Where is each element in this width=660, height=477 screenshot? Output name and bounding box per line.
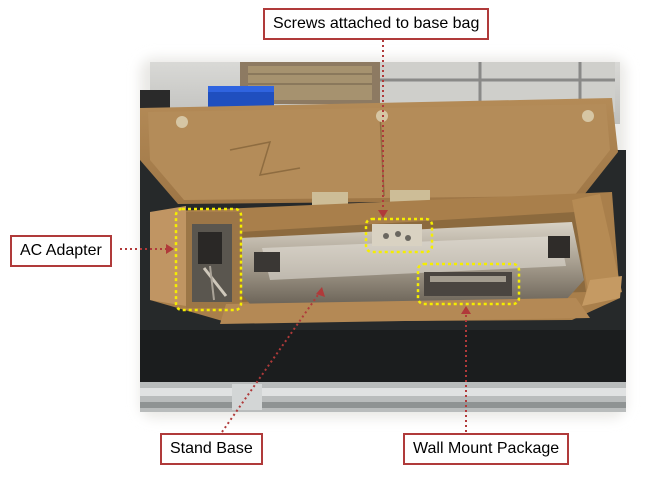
- arrow-ac-adapter: [166, 244, 174, 254]
- highlight-ac-adapter: [174, 207, 243, 312]
- arrow-wall-mount: [461, 306, 471, 314]
- callout-screws-label: Screws attached to base bag: [263, 8, 490, 40]
- highlight-wall-mount: [416, 262, 521, 306]
- callout-stand-base-label: Stand Base: [160, 433, 263, 465]
- arrow-stand-base: [316, 287, 325, 297]
- callout-wall-mount-label: Wall Mount Package: [403, 433, 570, 465]
- callout-ac-adapter-label: AC Adapter: [10, 235, 112, 267]
- highlight-screws: [364, 217, 434, 254]
- arrow-screws: [378, 210, 388, 218]
- leader-stand-base: [221, 291, 321, 433]
- photo: [140, 58, 626, 418]
